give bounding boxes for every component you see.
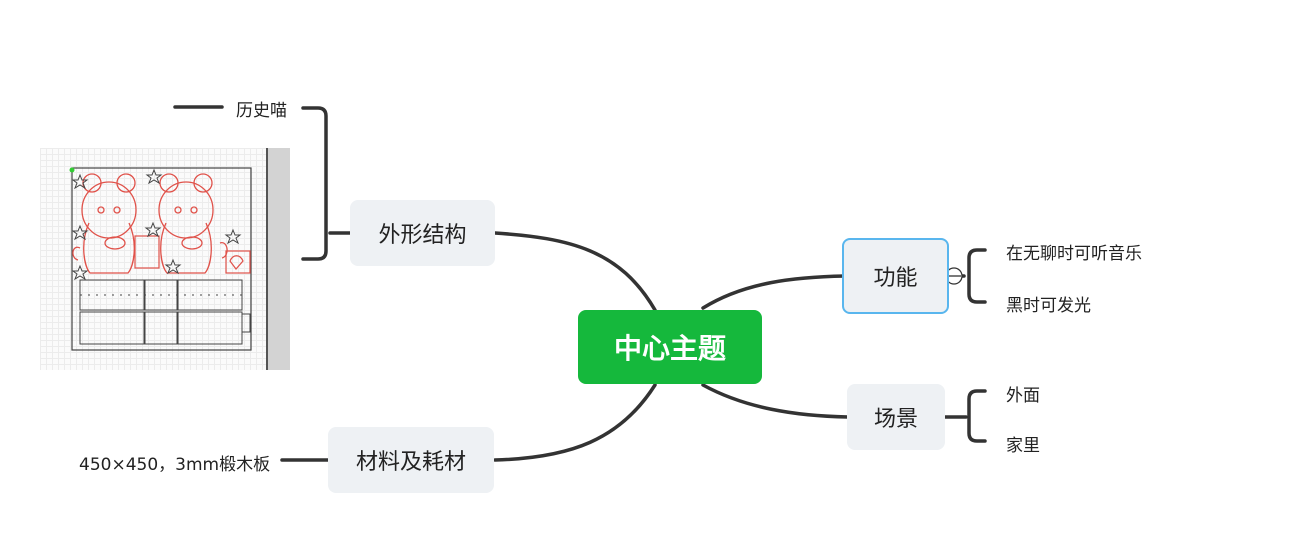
connector-function [701, 274, 847, 310]
bracket-scene [967, 389, 987, 443]
leaf-history-meow[interactable]: 历史喵 [236, 96, 287, 121]
branch-scene[interactable]: 场景 [847, 384, 945, 450]
branch-material[interactable]: 材料及耗材 [328, 427, 494, 493]
branch-shape-label: 外形结构 [378, 223, 467, 248]
leaf-outside-label: 外面 [1006, 386, 1040, 406]
leaf-music-label: 在无聊时可听音乐 [1006, 244, 1142, 264]
central-topic[interactable]: 中心主题 [578, 310, 762, 384]
leaf-history-meow-label: 历史喵 [236, 101, 287, 121]
bracket-function [967, 248, 987, 304]
connector-material [493, 383, 657, 462]
central-topic-label: 中心主题 [613, 332, 726, 365]
leaf-material-label: 450×450，3mm椴木板 [79, 455, 271, 475]
branch-shape[interactable]: 外形结构 [350, 200, 495, 266]
leaf-home[interactable]: 家里 [1006, 431, 1040, 456]
branch-scene-label: 场景 [873, 407, 918, 432]
branch-material-label: 材料及耗材 [355, 450, 466, 475]
leaf-glow-label: 黑时可发光 [1006, 296, 1091, 316]
leaf-home-label: 家里 [1006, 436, 1040, 456]
branch-function[interactable]: 功能 [842, 238, 949, 314]
leaf-outside[interactable]: 外面 [1006, 381, 1040, 406]
connector-shape [493, 231, 657, 312]
leaf-material[interactable]: 450×450，3mm椴木板 [79, 450, 270, 475]
laser-cut-design-image[interactable] [40, 148, 290, 370]
leaf-music[interactable]: 在无聊时可听音乐 [1006, 239, 1142, 264]
leaf-glow[interactable]: 黑时可发光 [1006, 291, 1091, 316]
connector-scene [701, 383, 850, 419]
branch-function-label: 功能 [873, 266, 918, 291]
